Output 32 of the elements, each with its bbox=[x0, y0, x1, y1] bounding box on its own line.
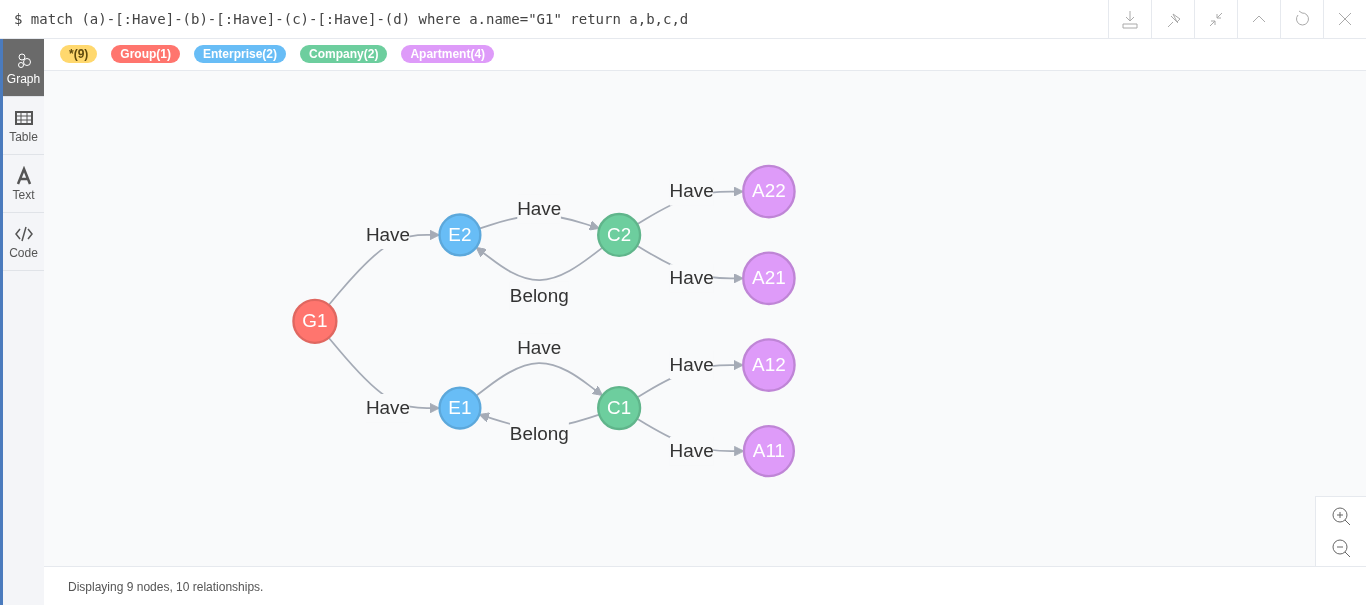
edge-label: Have bbox=[669, 440, 714, 461]
node-circle: E2 bbox=[438, 213, 482, 257]
edge-label: Have bbox=[517, 337, 562, 358]
edge-label: Have bbox=[669, 267, 714, 288]
status-text: Displaying 9 nodes, 10 relationships. bbox=[44, 566, 1366, 605]
tab-label: Graph bbox=[6, 71, 41, 86]
arrow bbox=[475, 362, 603, 397]
tab-label: Code bbox=[9, 245, 38, 260]
edge-label: Have bbox=[517, 198, 562, 219]
label-tag: Company(2) bbox=[300, 45, 388, 63]
label-tag: Group(1) bbox=[111, 45, 180, 63]
edge-label: Have bbox=[669, 354, 714, 375]
label-tag: *(9) bbox=[60, 45, 98, 63]
edge-label: Have bbox=[669, 180, 714, 202]
node-circle: A12 bbox=[742, 338, 796, 392]
node-circle: E1 bbox=[438, 386, 482, 430]
edge-label: Belong bbox=[509, 285, 569, 306]
node-circle: A11 bbox=[742, 425, 796, 478]
edge-label: Belong bbox=[509, 423, 569, 444]
node-circle: C1 bbox=[597, 386, 642, 431]
query-text: $ match (a)-[:Have]-(b)-[:Have]-(c)-[:Have]-(d) where a.name="G1" return a,b,c,d bbox=[13, 10, 690, 29]
node-circle: C2 bbox=[597, 212, 642, 258]
node-circle: A22 bbox=[742, 164, 796, 219]
tab-label: Table bbox=[9, 129, 38, 144]
label-tag: Enterprise(2) bbox=[194, 45, 287, 63]
edge-label: Have bbox=[365, 224, 410, 245]
node-circle: G1 bbox=[292, 298, 338, 344]
label-tag: Apartment(4) bbox=[401, 45, 495, 63]
node-circle: A21 bbox=[742, 251, 796, 306]
arrow bbox=[475, 246, 604, 281]
edge-label: Have bbox=[365, 397, 410, 418]
tab-label: Text bbox=[12, 187, 35, 202]
